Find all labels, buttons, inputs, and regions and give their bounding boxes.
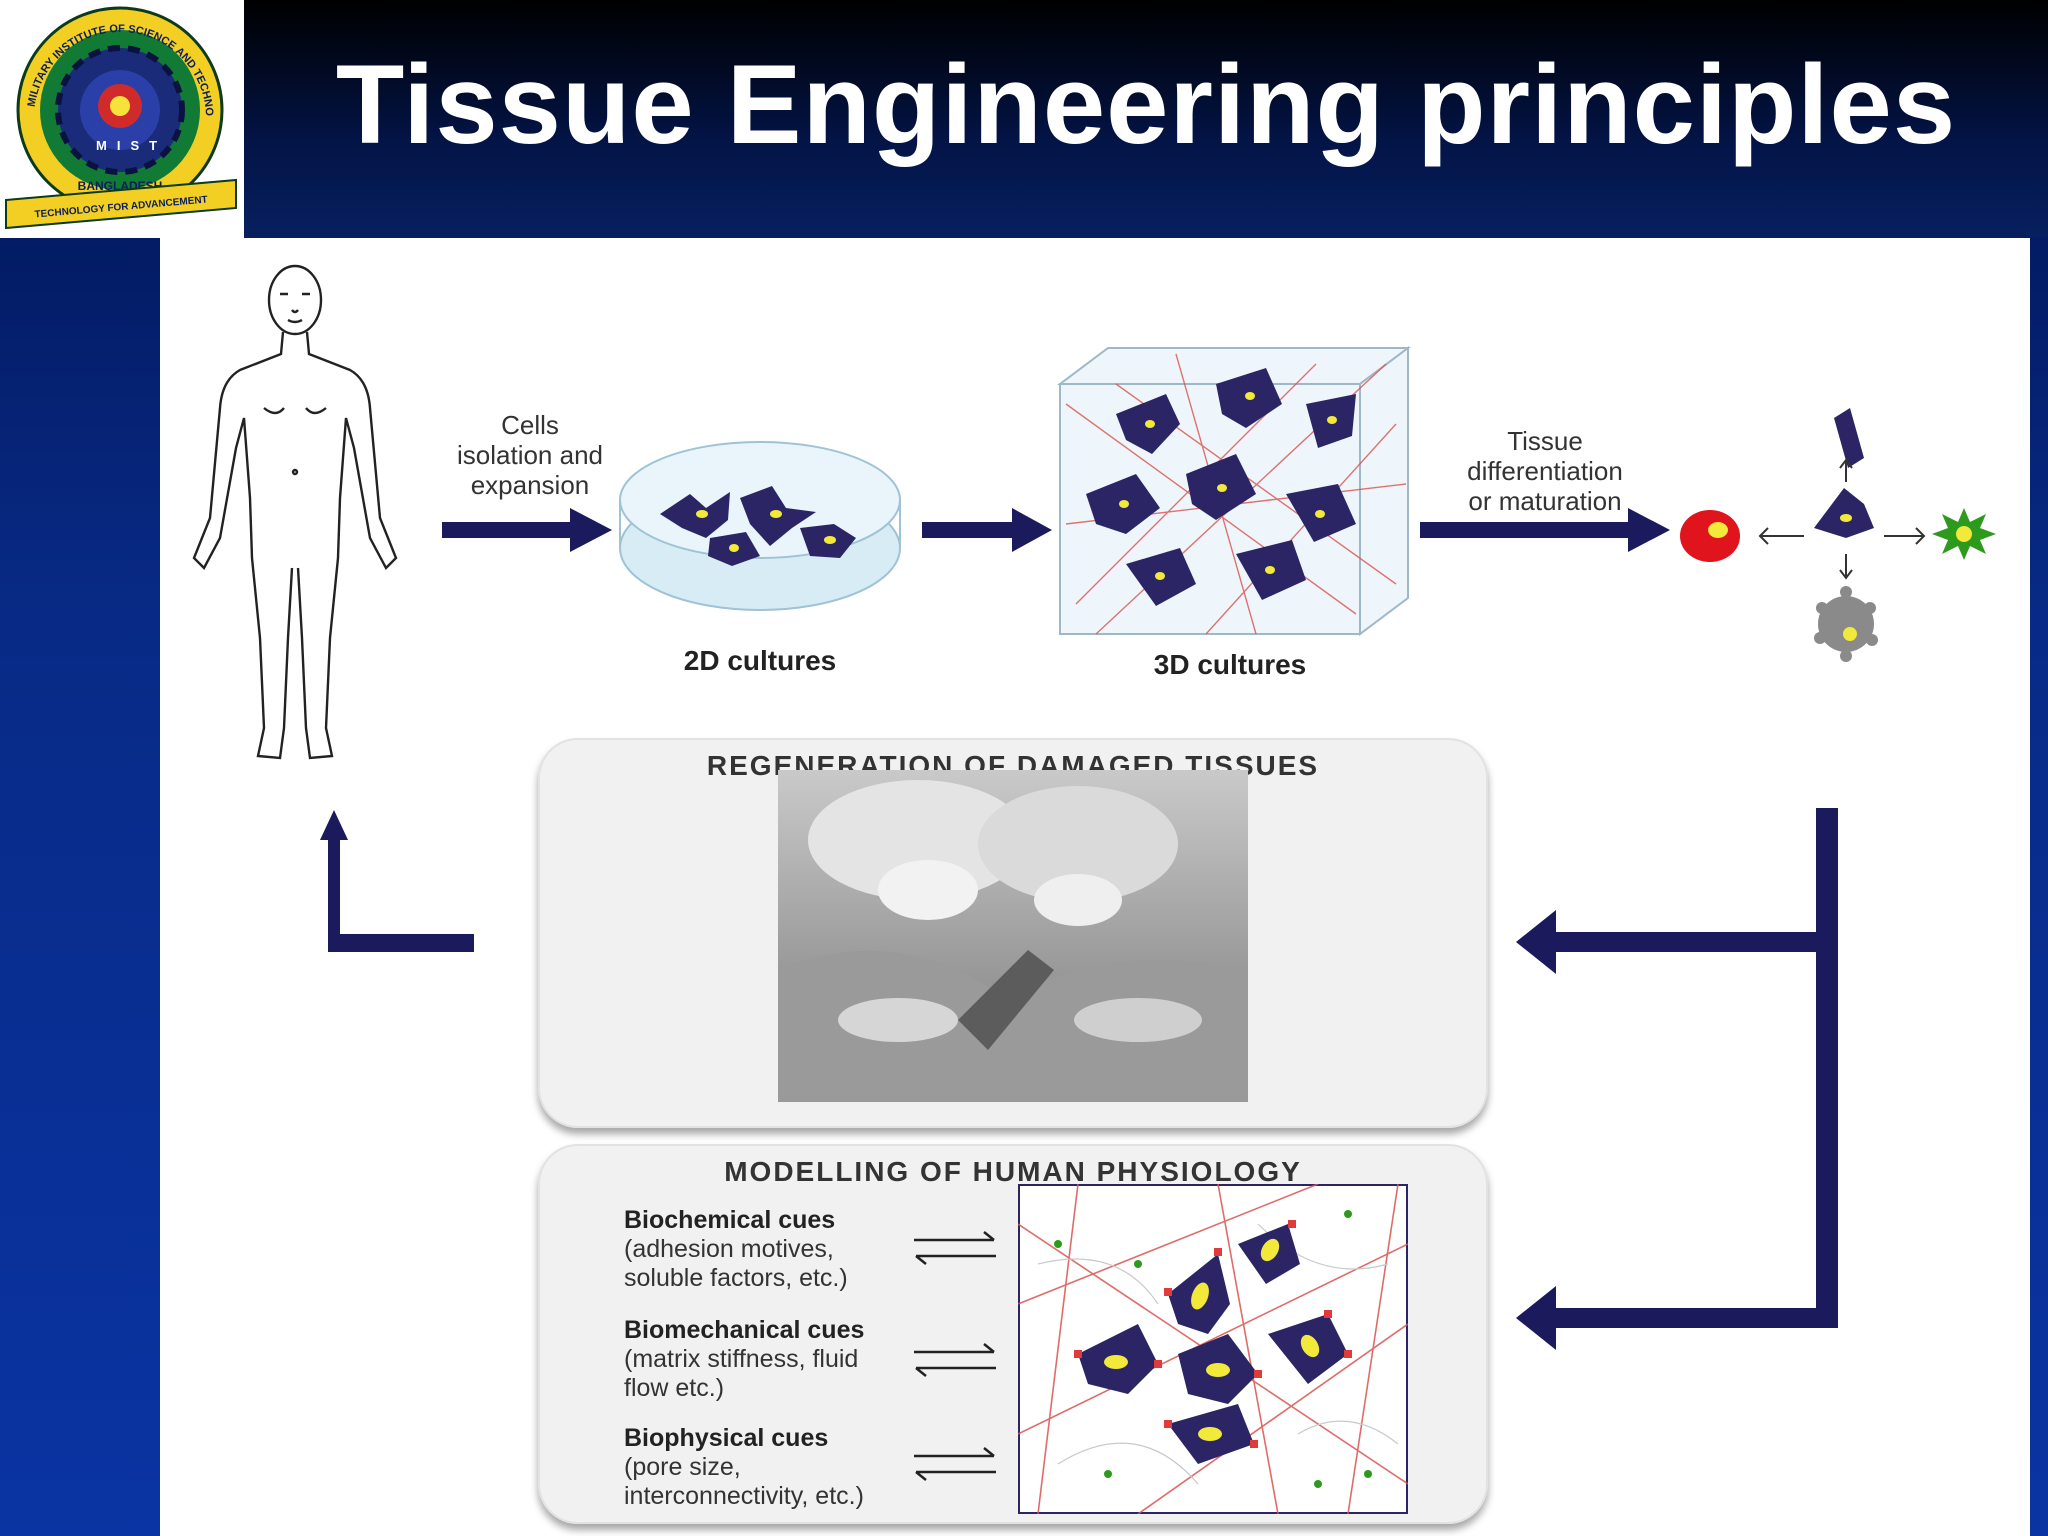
logo-letters: MIST xyxy=(96,138,167,153)
differentiated-cells xyxy=(1680,408,1996,662)
modelling-panel: MODELLING OF HUMAN PHYSIOLOGY Biochemica… xyxy=(538,1144,1488,1524)
step-cells-line-1: Cells xyxy=(501,410,559,440)
scaffold-cube-3d xyxy=(1057,346,1411,636)
cue-biochemical: Biochemical cues (adhesion motives, solu… xyxy=(624,1206,924,1293)
step-tissue-line-3: or maturation xyxy=(1468,486,1622,516)
arrow-branch-to-applications xyxy=(1516,808,1838,1350)
cue-biochemical-title: Biochemical cues xyxy=(624,1206,836,1234)
cue-biomechanical-title: Biomechanical cues xyxy=(624,1316,865,1344)
step-cells-label: Cells isolation and expansion xyxy=(430,410,630,500)
label-3d-cultures: 3D cultures xyxy=(1153,649,1307,680)
slide-title: Tissue Engineering principles xyxy=(335,42,1957,167)
cue-biochemical-line-1: (adhesion motives, xyxy=(624,1235,834,1263)
arrow-to-3d xyxy=(922,508,1052,552)
modelling-title: MODELLING OF HUMAN PHYSIOLOGY xyxy=(724,1156,1302,1187)
title-band xyxy=(244,0,2048,238)
exchange-arrows-icon xyxy=(914,1231,996,1265)
cues-list: Biochemical cues (adhesion motives, solu… xyxy=(624,1206,924,1526)
arrow-return-to-patient xyxy=(320,810,474,952)
step-tissue-line-2: differentiation xyxy=(1467,456,1623,486)
cue-biophysical-line-2: interconnectivity, etc.) xyxy=(624,1482,864,1510)
exchange-arrows-icon xyxy=(914,1447,996,1481)
cell-matrix-illustration xyxy=(1018,1184,1408,1514)
step-cells-line-3: expansion xyxy=(470,470,590,500)
cue-biomechanical: Biomechanical cues (matrix stiffness, fl… xyxy=(624,1316,924,1403)
step-tissue-label: Tissue differentiation or maturation xyxy=(1430,426,1660,516)
surgery-photo xyxy=(778,770,1248,1102)
step-tissue-line-1: Tissue xyxy=(1507,426,1583,456)
cue-biomechanical-line-1: (matrix stiffness, fluid xyxy=(624,1345,859,1373)
regeneration-panel: REGENERATION OF DAMAGED TISSUES xyxy=(538,738,1488,1128)
arrow-to-differentiation xyxy=(1420,508,1670,552)
institution-logo: MILITARY INSTITUTE OF SCIENCE AND TECHNO… xyxy=(0,0,244,238)
step-cells-line-2: isolation and xyxy=(457,440,603,470)
cue-biophysical-line-1: (pore size, xyxy=(624,1453,741,1481)
tissue-engineering-figure: Cells isolation and expansion 2D culture… xyxy=(160,238,2030,1536)
arrow-to-2d xyxy=(442,508,612,552)
cue-biomechanical-line-2: flow etc.) xyxy=(624,1374,725,1402)
exchange-arrows-icon xyxy=(914,1343,996,1377)
human-body-illustration xyxy=(192,264,398,760)
cue-biochemical-line-2: soluble factors, etc.) xyxy=(624,1264,848,1292)
cue-biophysical: Biophysical cues (pore size, interconnec… xyxy=(624,1424,924,1511)
cue-biophysical-title: Biophysical cues xyxy=(624,1424,829,1452)
label-2d-cultures: 2D cultures xyxy=(683,645,837,676)
mist-logo-emblem: MILITARY INSTITUTE OF SCIENCE AND TECHNO… xyxy=(0,0,237,230)
petri-dish-2d xyxy=(619,441,901,611)
